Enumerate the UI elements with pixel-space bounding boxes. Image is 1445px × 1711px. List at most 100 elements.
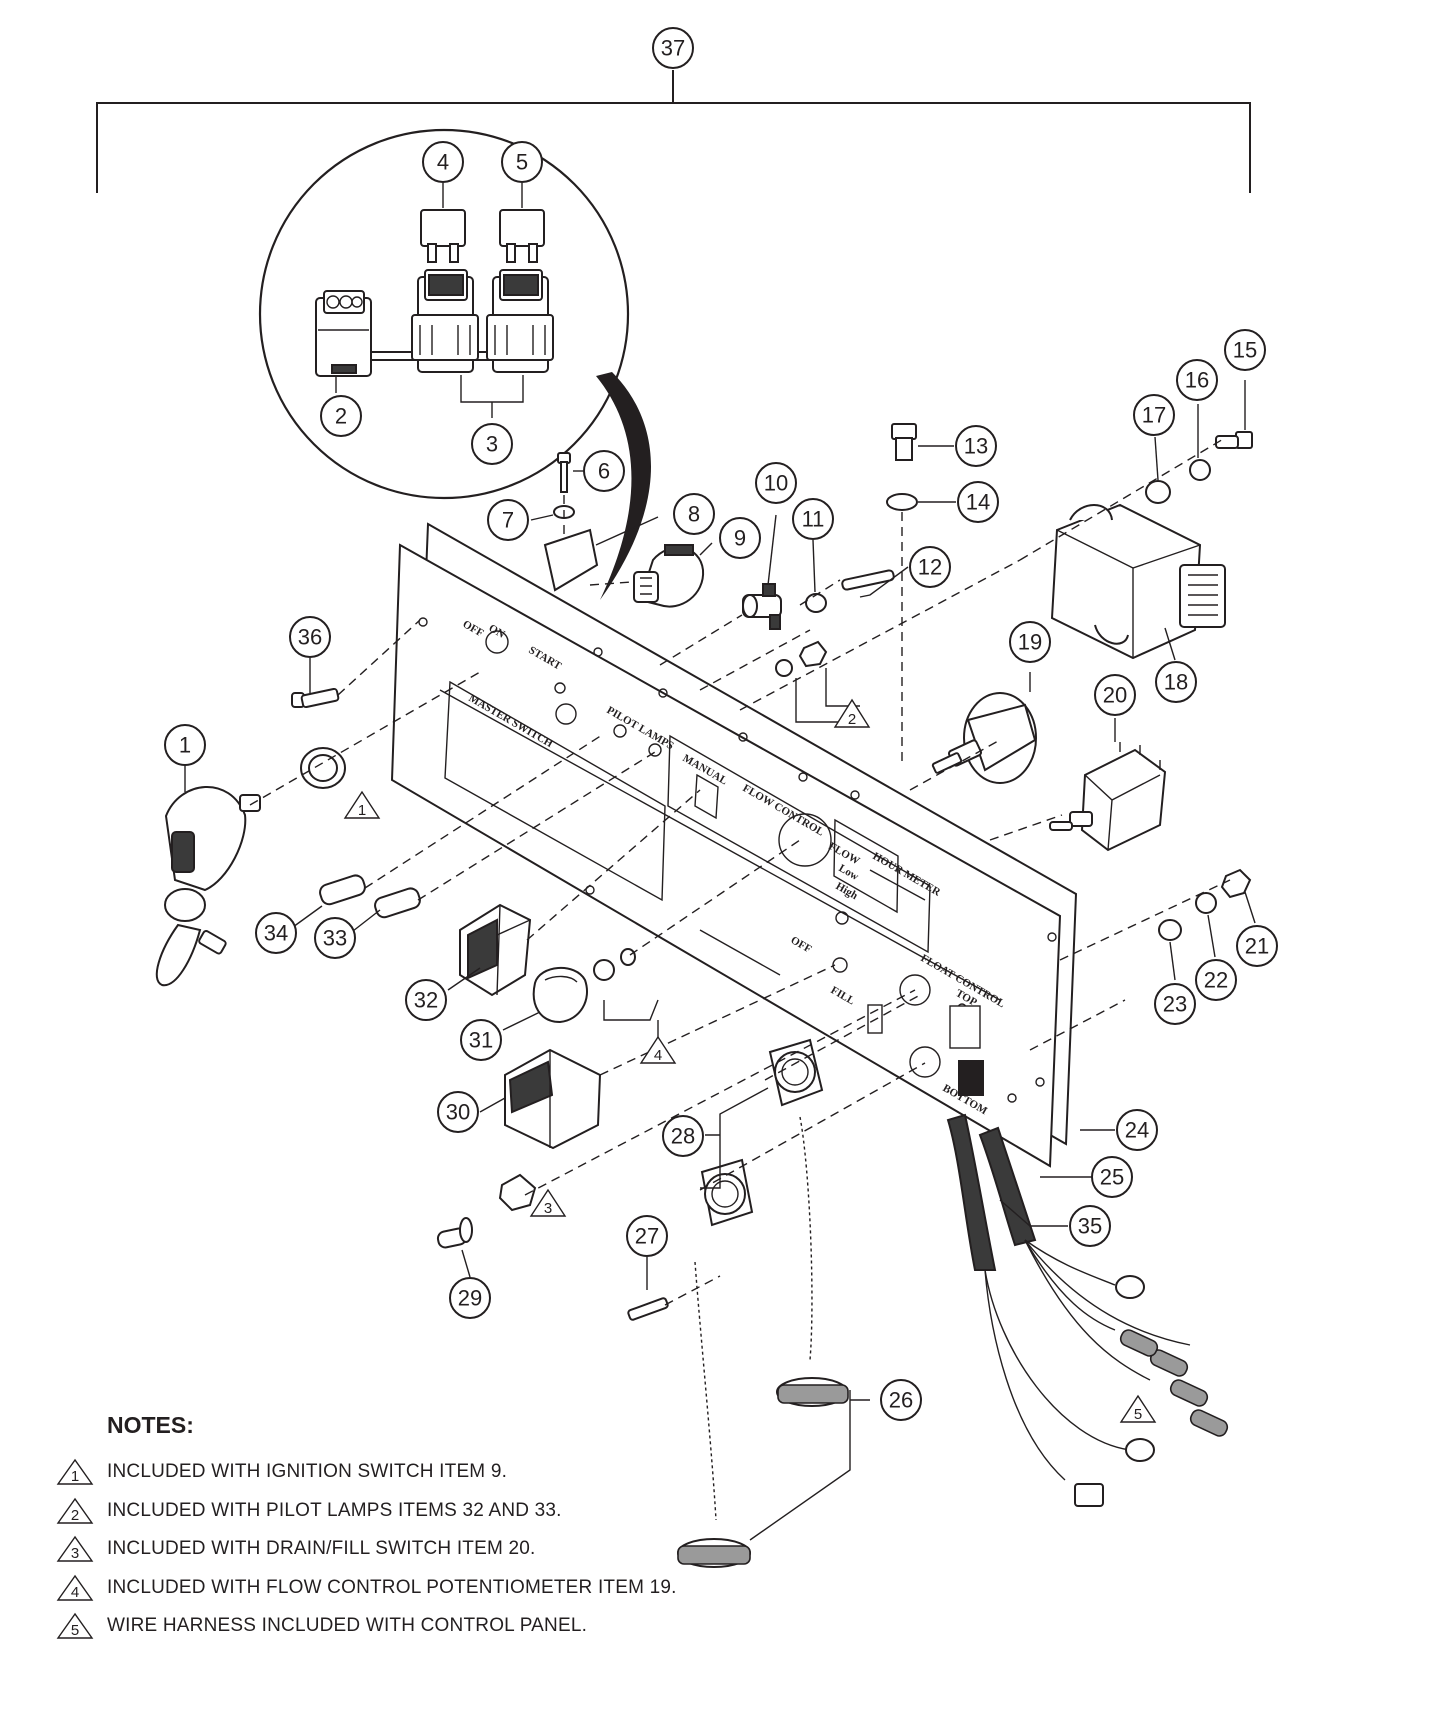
note-text: INCLUDED WITH FLOW CONTROL POTENTIOMETER… [107,1576,677,1598]
note-flag-icon: 1 [56,1459,94,1485]
detail-pointer [596,372,651,600]
svg-text:2: 2 [71,1507,79,1524]
pilot-bulb-34 [319,874,366,906]
dust-cap-26-lower [677,1261,751,1568]
knob-31 [532,966,588,1024]
callout-2: 2 [320,395,362,437]
note-flag-3: 3 [529,1188,567,1217]
svg-text:6: 6 [598,459,610,484]
ignition-key-1 [155,786,261,987]
callout-14: 14 [957,481,999,523]
svg-text:8: 8 [688,502,700,527]
bracket-8 [543,528,599,592]
svg-text:1: 1 [358,802,366,819]
callout-5: 5 [501,141,543,183]
svg-text:4: 4 [654,1047,662,1064]
ignition-switch-9 [633,544,705,608]
svg-text:20: 20 [1103,683,1127,708]
note-flag-5: 5 [1119,1394,1157,1423]
svg-text:24: 24 [1125,1118,1149,1143]
callout-34: 34 [255,912,297,954]
fuse-detail-circle [258,128,651,600]
dust-cap-26-upper [776,1116,849,1407]
callout-16: 16 [1176,359,1218,401]
note-item-4: 4 INCLUDED WITH FLOW CONTROL POTENTIOMET… [55,1569,855,1608]
callout-17: 17 [1133,394,1175,436]
pilot-lamp-switch-32 [459,903,532,997]
svg-text:3: 3 [486,432,498,457]
callout-15: 15 [1224,329,1266,371]
washer-22 [1195,892,1217,914]
callout-4: 4 [422,141,464,183]
note-text: INCLUDED WITH DRAIN/FILL SWITCH ITEM 20. [107,1538,536,1560]
bolt-13 [891,423,917,461]
callout-3: 3 [471,423,513,465]
svg-text:7: 7 [502,508,514,533]
note-flag-icon: 4 [56,1574,94,1601]
callout-11: 11 [792,498,834,540]
callout-7: 7 [487,499,529,541]
hour-meter-30 [504,1048,602,1150]
svg-text:30: 30 [446,1100,470,1125]
pilot-bulb-33 [374,887,421,919]
svg-text:4: 4 [71,1584,79,1601]
washer-17 [1145,480,1171,504]
svg-text:12: 12 [918,555,942,580]
screw-12 [841,569,895,591]
notes-title: NOTES: [107,1412,194,1438]
panel-holes [418,617,1057,1103]
svg-text:32: 32 [414,988,438,1013]
control-panel-plate: OFF ON START MASTER SWITCH PILOT LAMPS M… [390,522,1078,1168]
wire-harness-35 [946,1113,1229,1507]
assembly-bracket-37 [96,70,1251,193]
svg-text:37: 37 [661,36,685,61]
svg-text:25: 25 [1100,1165,1124,1190]
callout-6: 6 [583,450,625,492]
callout-30: 30 [437,1091,479,1133]
connector-housing [315,290,372,377]
svg-text:34: 34 [264,921,288,946]
pilot-lamp-socket-10 [742,583,782,630]
note-flag-icon: 5 [56,1613,94,1639]
lamp-nut-a [798,640,828,668]
callout-36: 36 [289,616,331,658]
svg-text:19: 19 [1018,630,1042,655]
callout-20: 20 [1094,674,1136,716]
svg-text:13: 13 [964,434,988,459]
note-item-3: 3 INCLUDED WITH DRAIN/FILL SWITCH ITEM 2… [55,1530,855,1569]
svg-text:23: 23 [1163,992,1187,1017]
leader-lines [184,380,1256,1541]
nut-31a [593,959,615,981]
svg-text:18: 18 [1164,670,1188,695]
svg-text:29: 29 [458,1286,482,1311]
drain-fill-switch-20 [1049,742,1167,852]
callout-35: 35 [1069,1205,1111,1247]
svg-text:22: 22 [1204,968,1228,993]
svg-text:33: 33 [323,926,347,951]
svg-text:31: 31 [469,1028,493,1053]
svg-text:15: 15 [1233,338,1257,363]
callout-33: 33 [314,917,356,959]
receptacle-28-upper [768,1038,824,1107]
svg-text:36: 36 [298,625,322,650]
svg-text:5: 5 [1134,1406,1142,1423]
svg-text:17: 17 [1142,403,1166,428]
notes-section: NOTES: 1 INCLUDED WITH IGNITION SWITCH I… [55,1412,855,1646]
note-item-5: 5 WIRE HARNESS INCLUDED WITH CONTROL PAN… [55,1607,855,1646]
nut-21 [1220,868,1252,899]
callout-13: 13 [955,425,997,467]
callout-31: 31 [460,1019,502,1061]
note-text: INCLUDED WITH IGNITION SWITCH ITEM 9. [107,1461,508,1483]
note-text: WIRE HARNESS INCLUDED WITH CONTROL PANEL… [107,1615,588,1637]
svg-text:5: 5 [71,1622,79,1639]
fuse-holder-left [411,269,479,373]
callout-19: 19 [1009,621,1051,663]
callout-9: 9 [719,517,761,559]
fuse-4 [420,209,466,263]
callout-10: 10 [755,462,797,504]
svg-text:11: 11 [802,507,825,532]
svg-text:3: 3 [544,1200,552,1217]
fuse-holder-right [486,269,554,373]
callout-37: 37 [652,27,694,69]
